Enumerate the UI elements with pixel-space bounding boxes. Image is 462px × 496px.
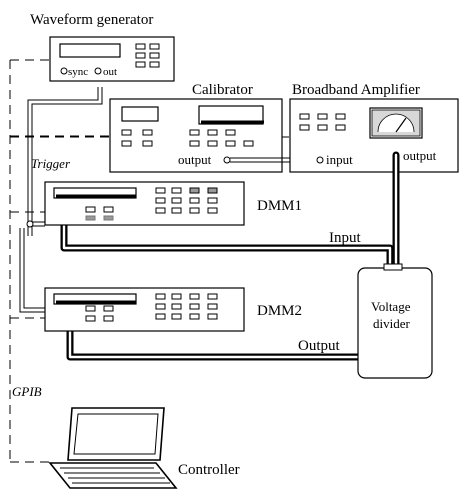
dmm2-keys — [85, 293, 218, 322]
dmm2-display — [53, 293, 137, 305]
out-label: out — [103, 66, 117, 78]
controller-label: Controller — [178, 462, 240, 478]
generator-keys — [135, 43, 160, 68]
generator-display — [59, 43, 121, 58]
dmm1-keys — [85, 187, 218, 214]
dmm2-label: DMM2 — [257, 303, 302, 319]
amplifier-input-label: input — [326, 152, 353, 167]
laptop-keyboard-base — [48, 462, 178, 489]
voltage-divider: Voltage divider — [357, 263, 433, 379]
voltage-divider-connector — [383, 263, 403, 271]
calibrator-output-label: output — [178, 152, 212, 167]
laptop-icon — [48, 407, 178, 489]
dmm2: DMM2 — [44, 287, 302, 332]
broadband-amplifier: Broadband Amplifier input output — [289, 82, 459, 173]
waveform-generator: sync out Waveform generator — [30, 12, 175, 82]
calibrator-label: Calibrator — [192, 82, 253, 98]
sync-jack-icon — [60, 67, 68, 75]
trigger-junction — [26, 220, 34, 228]
calibrator-output-jack-icon — [223, 156, 231, 164]
dmm1: DMM1 — [44, 181, 302, 226]
amplifier-output-label: output — [403, 148, 437, 163]
amplifier-input-jack-icon — [316, 156, 324, 164]
output-cable-label: Output — [298, 338, 341, 354]
trigger-wiring — [19, 87, 103, 313]
trigger-line-a — [27, 87, 99, 236]
calibrator: Calibrator output — [109, 82, 283, 173]
voltage-divider-label-2: divider — [373, 316, 410, 331]
waveform-generator-label: Waveform generator — [30, 12, 153, 28]
calibrator-keys — [121, 129, 254, 147]
laptop-keys — [60, 467, 170, 484]
sync-label: sync — [68, 66, 88, 78]
voltage-divider-label-1: Voltage — [371, 299, 411, 314]
calibrator-display-small — [121, 106, 159, 122]
trigger-to-dmm2-b — [23, 228, 45, 309]
calibrator-display-large — [198, 105, 264, 125]
dmm1-grey-keys — [85, 215, 114, 221]
amplifier-keys — [299, 113, 346, 131]
meter-icon — [369, 107, 423, 139]
dmm1-label: DMM1 — [257, 198, 302, 214]
gpib-label: GPIB — [12, 384, 42, 399]
amplifier-label: Broadband Amplifier — [292, 82, 420, 98]
out-jack-icon — [94, 67, 102, 75]
trigger-to-dmm2-a — [19, 228, 45, 313]
trigger-label: Trigger — [31, 156, 71, 171]
trigger-line-b — [31, 87, 103, 236]
dmm1-display — [53, 187, 137, 199]
input-cable-label: Input — [329, 230, 361, 246]
